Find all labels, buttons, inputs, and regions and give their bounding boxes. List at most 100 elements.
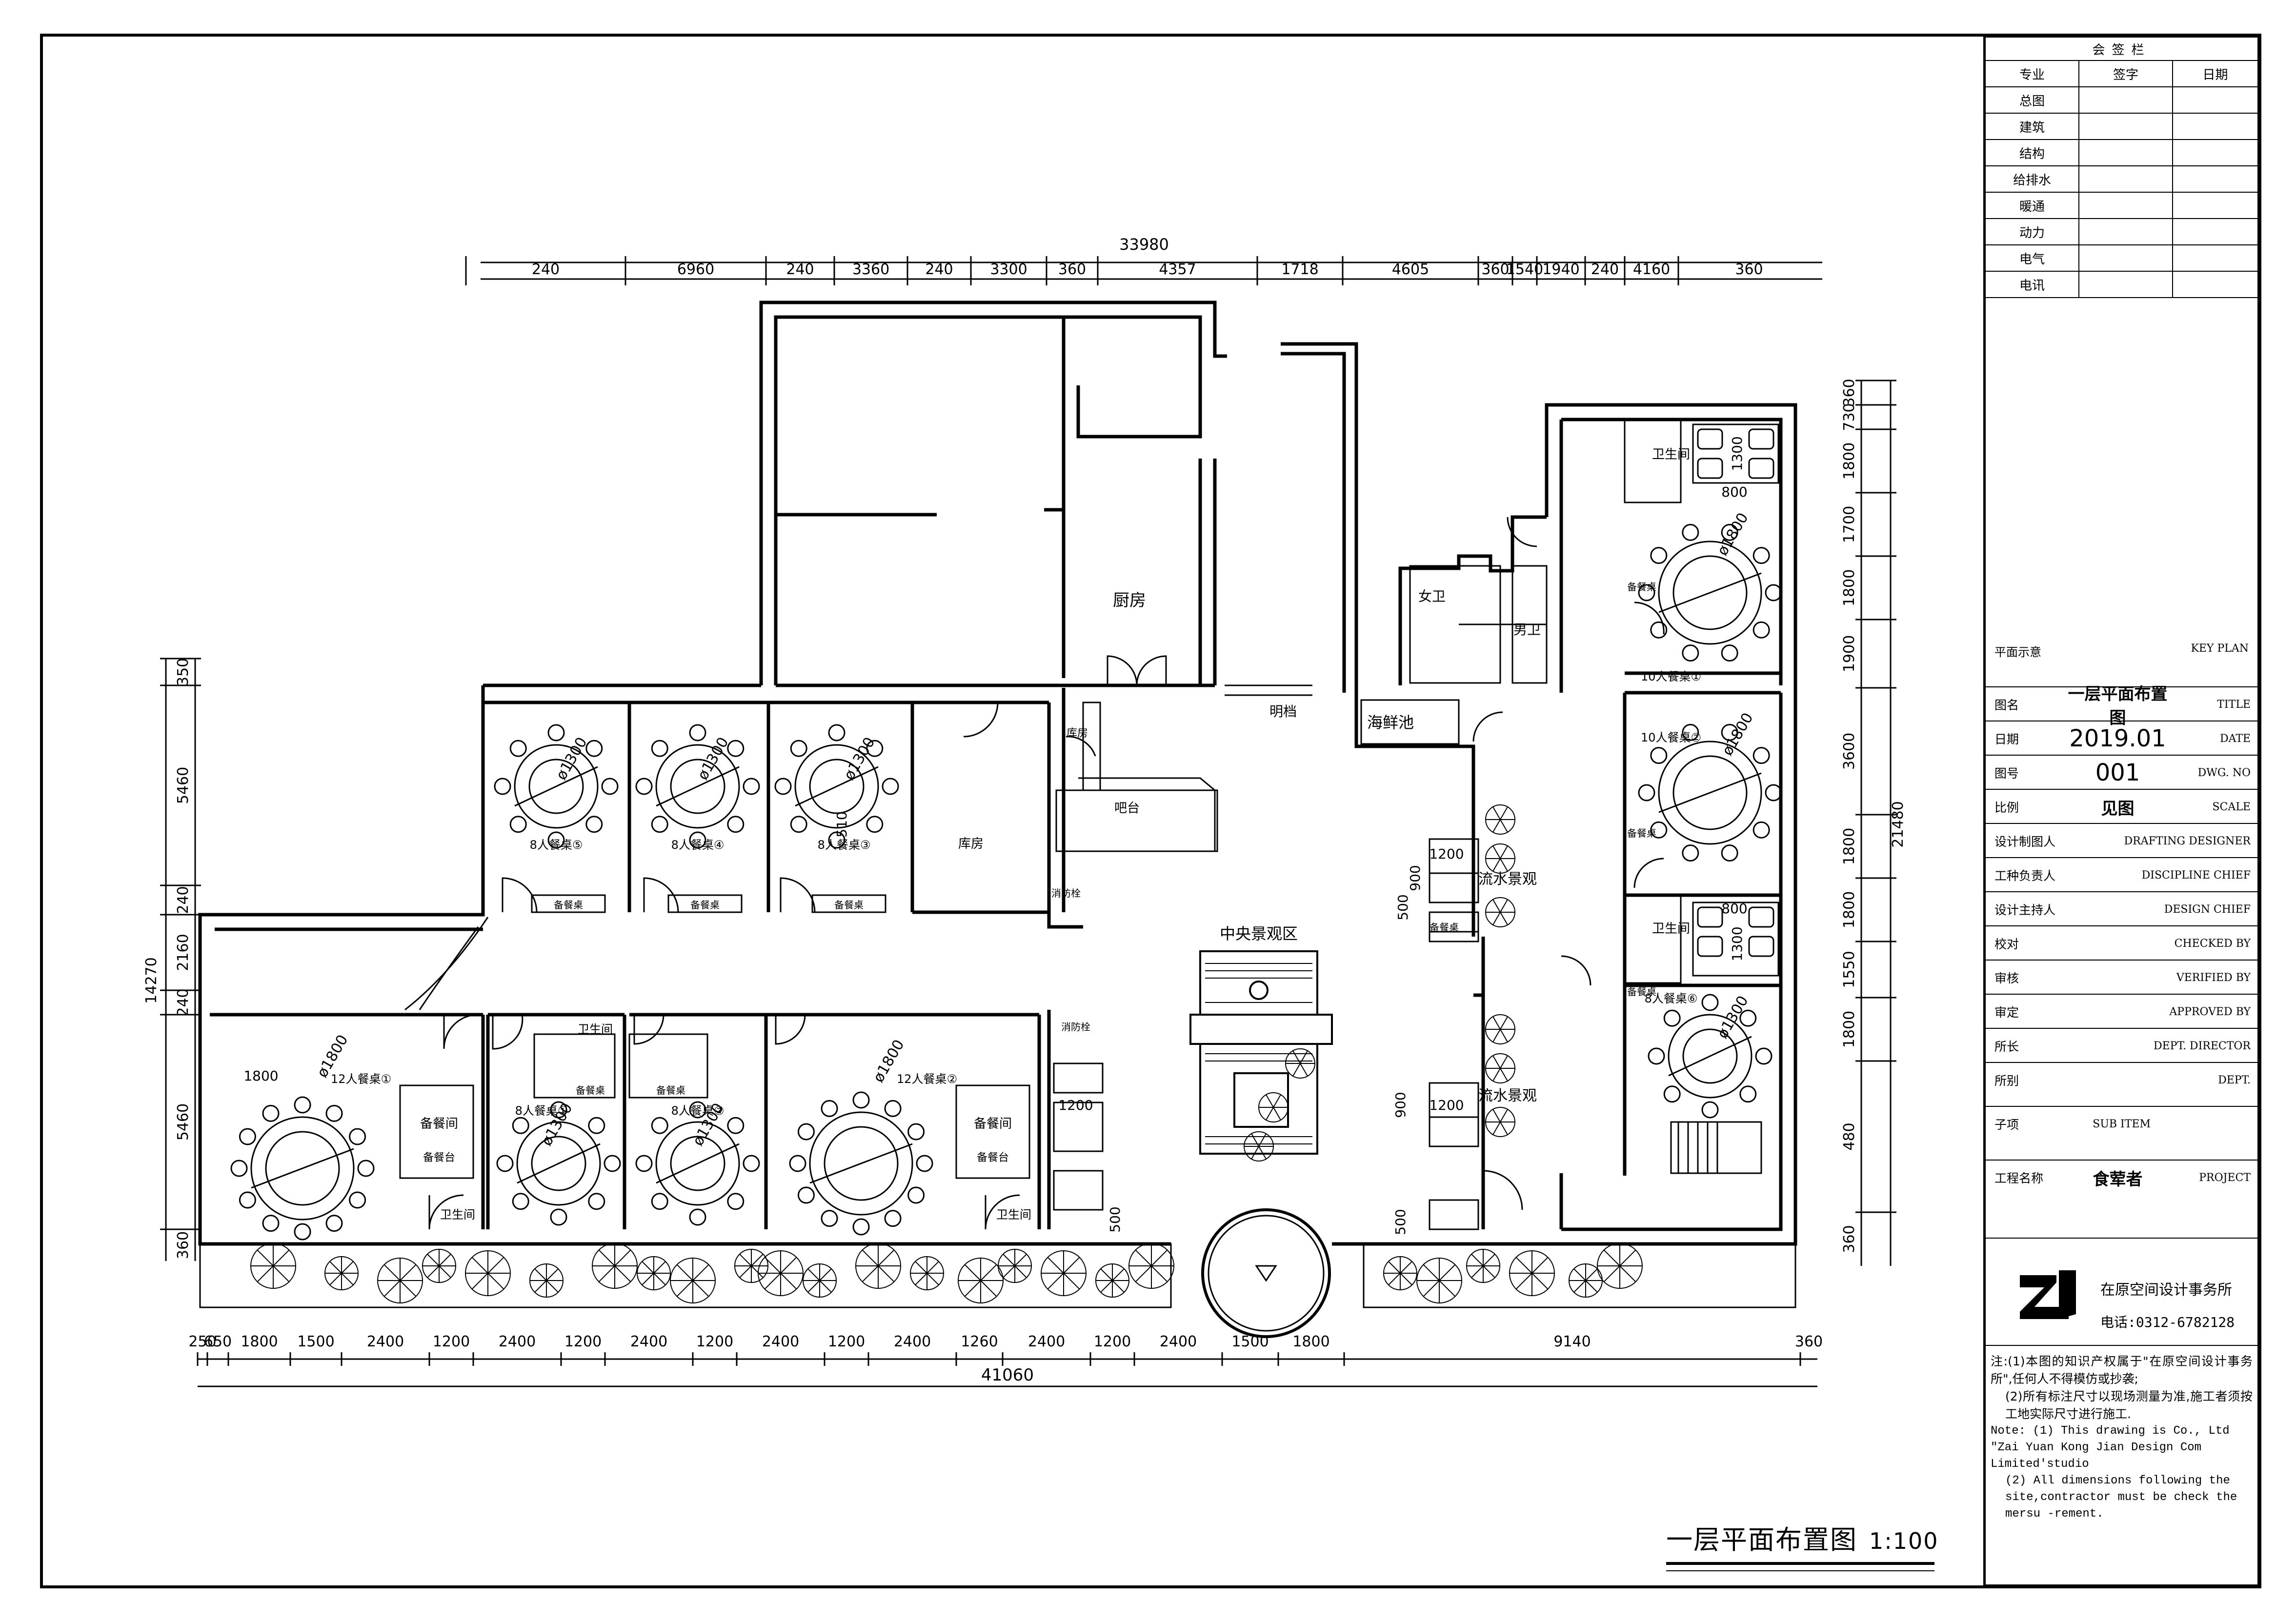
info-label-cn: 所别: [1994, 1074, 2019, 1088]
prep-table-label-3: 备餐桌: [834, 899, 864, 911]
bottom-dimension-value: 2400: [499, 1333, 536, 1350]
signature-cell[interactable]: [2079, 87, 2173, 113]
fire-hydrant-label-2: 消防栓: [1061, 1021, 1090, 1033]
right-dimension-value: 1800: [1841, 828, 1858, 865]
chair: [852, 1218, 870, 1236]
firm-name: 在原空间设计事务所: [2100, 1282, 2232, 1299]
info-label-en: SCALE: [2212, 801, 2251, 813]
bottom-dimension-value: 1200: [1094, 1333, 1131, 1350]
chair: [494, 778, 511, 795]
signature-row-discipline: 电讯: [1986, 272, 2079, 297]
left-dimension-value: 5460: [175, 1103, 192, 1141]
date-cell[interactable]: [2173, 140, 2257, 165]
door-swings: [404, 517, 1665, 1230]
private-room-label: 10人餐桌①: [1641, 670, 1701, 683]
signature-cell[interactable]: [2079, 245, 2173, 271]
firm-tel: 电话:0312-6782128: [2100, 1314, 2235, 1330]
chair: [635, 1155, 653, 1172]
round-table: [1638, 523, 1782, 662]
info-label-cn: 设计主持人: [1994, 903, 2056, 917]
chair: [689, 724, 706, 741]
plant-icon: [1466, 1249, 1500, 1283]
chair: [509, 740, 527, 757]
internal-dimension: 500: [1392, 1209, 1409, 1235]
key-plan-cn: 平面示意: [1994, 645, 2041, 659]
signature-cell[interactable]: [2079, 166, 2173, 192]
right-total-dimension: 21480: [1890, 801, 1907, 847]
chair: [239, 1191, 256, 1209]
signature-cell[interactable]: [2079, 193, 2173, 218]
bottom-dimension-chain: [198, 1358, 1817, 1387]
signature-cell[interactable]: [2079, 114, 2173, 139]
info-label-en: DESIGN CHIEF: [2164, 903, 2251, 916]
key-plan-row: 平面示意 KEY PLAN: [1986, 642, 2257, 660]
bottom-dimension-value: 2400: [367, 1333, 404, 1350]
private-room-label: 8人餐桌④: [671, 838, 725, 852]
info-label-en: CHECKED BY: [2174, 937, 2251, 950]
bottom-dimension-value: 1200: [564, 1333, 602, 1350]
bottom-dimension-value: 1260: [961, 1333, 998, 1350]
right-dimension-value: 1900: [1841, 635, 1858, 672]
chair: [1650, 621, 1668, 639]
chair: [1721, 723, 1738, 741]
chair: [1721, 523, 1738, 541]
chair: [1752, 547, 1770, 564]
chair: [1663, 1085, 1681, 1103]
signature-cell[interactable]: [2079, 272, 2173, 297]
key-plan-en: KEY PLAN: [2191, 642, 2249, 655]
chair: [828, 831, 846, 849]
round-table: [789, 1091, 933, 1236]
chair: [651, 1117, 668, 1134]
plant-icon: [758, 1250, 804, 1296]
plant-icon: [1485, 843, 1515, 874]
chair: [790, 816, 807, 833]
internal-dimension: 1200: [1058, 1097, 1093, 1113]
chair: [1682, 523, 1699, 541]
chair: [689, 1208, 706, 1226]
signature-row: 结构: [1986, 140, 2257, 166]
internal-dimension: 1300: [1729, 926, 1745, 961]
internal-dimension: 1800: [243, 1068, 278, 1084]
left-dimension-value: 350: [175, 658, 192, 686]
chair: [907, 1123, 925, 1141]
chair: [882, 778, 899, 795]
chair: [1650, 747, 1668, 764]
date-cell[interactable]: [2173, 87, 2257, 113]
date-cell[interactable]: [2173, 193, 2257, 218]
info-label-en: TITLE: [2217, 698, 2251, 711]
chair: [1638, 584, 1655, 601]
chair: [585, 816, 603, 833]
top-total-dimension: 33980: [1119, 235, 1169, 254]
chair: [325, 1215, 343, 1232]
date-cell[interactable]: [2173, 245, 2257, 271]
chair: [916, 1155, 933, 1172]
plant-icon: [1095, 1263, 1129, 1298]
plant-icon: [1485, 1014, 1515, 1044]
date-cell[interactable]: [2173, 219, 2257, 244]
chair: [550, 1208, 567, 1226]
top-dimension-value: 240: [925, 261, 953, 278]
prep-room-label-1: 备餐间: [420, 1117, 458, 1131]
date-cell[interactable]: [2173, 166, 2257, 192]
signature-cell[interactable]: [2079, 140, 2173, 165]
chair: [866, 740, 884, 757]
chair: [294, 1096, 311, 1114]
signature-col-headers: 专业 签字 日期: [1986, 61, 2257, 87]
plant-icon: [1285, 1048, 1315, 1079]
signature-cell[interactable]: [2079, 219, 2173, 244]
top-dimension-value: 240: [786, 261, 814, 278]
plant-icon: [1485, 897, 1515, 927]
date-cell[interactable]: [2173, 114, 2257, 139]
prep-table-label-6: 备餐桌: [1430, 921, 1459, 933]
bottom-dimension-value: 1200: [696, 1333, 733, 1350]
round-table: [496, 1101, 621, 1226]
date-cell[interactable]: [2173, 272, 2257, 297]
table-diameter-label: ø1800: [1719, 710, 1757, 759]
bottom-dimension-value: 2400: [1028, 1333, 1065, 1350]
chair: [1752, 821, 1770, 839]
